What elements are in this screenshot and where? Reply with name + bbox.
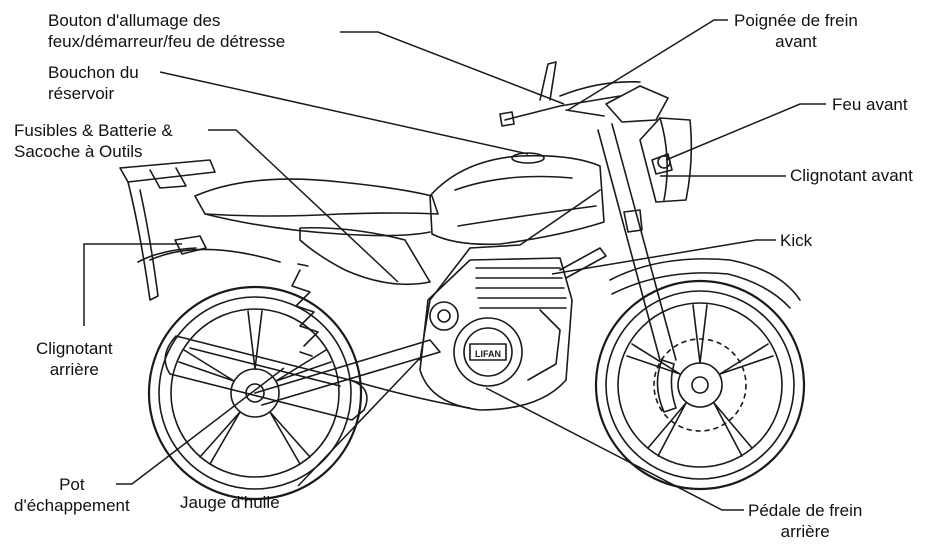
leader-bouton — [340, 31, 565, 105]
label-pot-echappement: Pot d'échappement — [14, 474, 130, 516]
label-line: d'échappement — [14, 496, 130, 515]
label-feu-avant: Feu avant — [832, 94, 908, 115]
label-line: Bouton d'allumage des — [48, 11, 221, 30]
front-fork — [597, 123, 801, 361]
label-line: réservoir — [48, 84, 115, 103]
leader-bouchon — [159, 71, 529, 155]
headlight-assembly — [605, 85, 693, 203]
frame — [254, 189, 601, 406]
label-line: Bouchon du — [48, 63, 139, 82]
fuel-tank — [429, 152, 605, 246]
label-line: Fusibles & Batterie & — [14, 121, 173, 140]
leader-kick — [551, 239, 776, 275]
label-kick: Kick — [780, 230, 812, 251]
label-bouchon-reservoir: Bouchon du réservoir — [48, 62, 139, 104]
leader-jauge — [297, 357, 421, 487]
label-jauge-huile: Jauge d'huile — [180, 492, 280, 513]
leader-fusibles — [208, 129, 399, 283]
label-line: Jauge d'huile — [180, 493, 280, 512]
leader-feu-avant — [665, 103, 826, 161]
rear-fender — [119, 159, 281, 301]
label-pedale-frein-arriere: Pédale de frein arrière — [748, 500, 862, 542]
label-line: Pédale de frein — [748, 501, 863, 520]
exhaust — [164, 335, 471, 421]
label-line: Sacoche à Outils — [14, 142, 143, 161]
label-line: Poignée de frein — [734, 11, 858, 30]
label-line: Clignotant — [36, 339, 113, 358]
side-cover — [299, 226, 431, 286]
leader-pot — [116, 367, 285, 485]
label-line: Feu avant — [832, 95, 908, 114]
label-bouton-allumage: Bouton d'allumage des feux/démarreur/feu… — [48, 10, 285, 52]
label-poignee-frein-avant: Poignée de frein avant — [734, 10, 858, 52]
label-line: arrière — [780, 522, 830, 541]
rear-wheel — [147, 285, 363, 501]
engine — [419, 247, 607, 411]
engine-badge: LIFAN — [475, 349, 501, 359]
leader-clignotant-arriere — [83, 243, 182, 326]
handlebar — [499, 61, 641, 127]
leader-poignee — [567, 19, 728, 111]
label-line: feux/démarreur/feu de détresse — [48, 32, 286, 51]
seat — [194, 178, 439, 237]
label-line: Pot — [59, 475, 85, 494]
front-wheel — [594, 279, 806, 491]
label-line: avant — [775, 32, 817, 51]
label-line: Clignotant avant — [790, 166, 913, 185]
leader-pedale — [485, 387, 744, 511]
label-fusibles-batterie: Fusibles & Batterie & Sacoche à Outils — [14, 120, 173, 162]
label-clignotant-avant: Clignotant avant — [790, 165, 913, 186]
label-clignotant-arriere: Clignotant arrière — [36, 338, 113, 380]
label-line: arrière — [49, 360, 99, 379]
label-line: Kick — [780, 231, 813, 250]
